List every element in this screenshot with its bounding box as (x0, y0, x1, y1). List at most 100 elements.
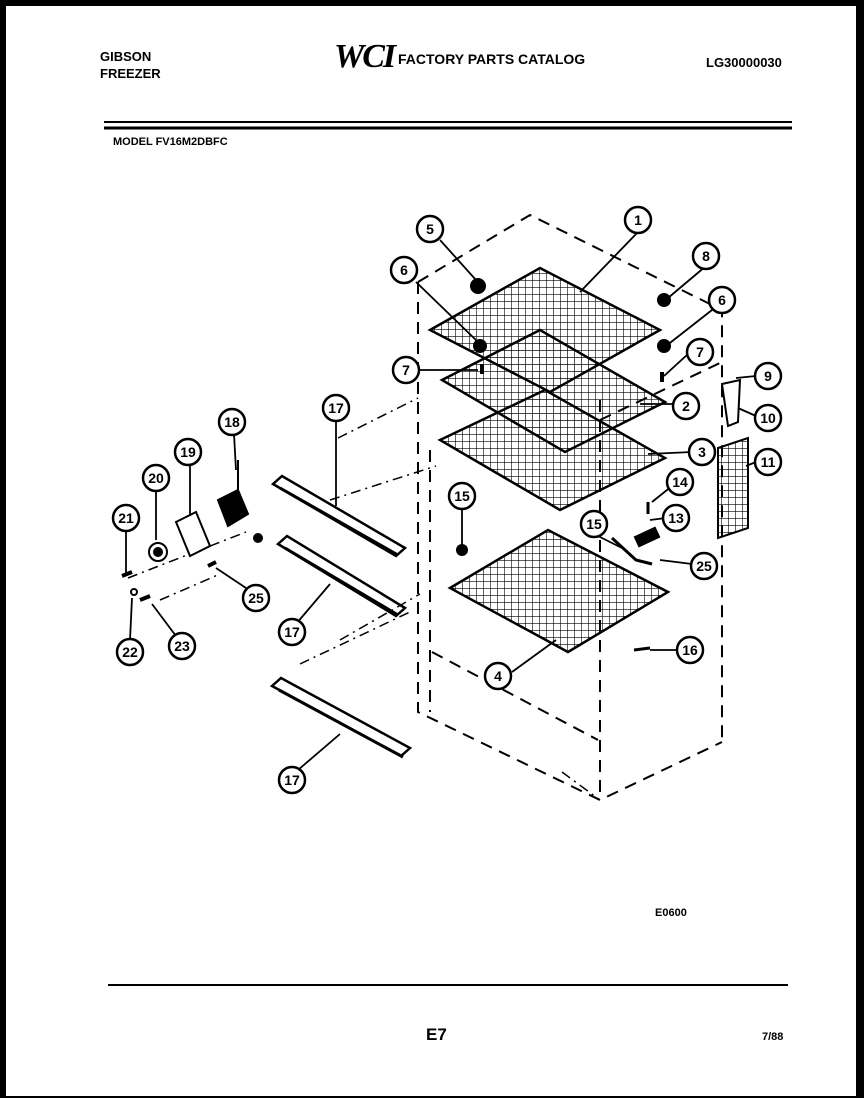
callout-c13: 13 (661, 503, 691, 533)
callout-group: 1234566778910111314151516171717181920212… (111, 205, 783, 795)
callout-number: 6 (400, 262, 408, 278)
callout-circle (217, 407, 247, 437)
callout-c1: 1 (623, 205, 653, 235)
callout-c25b: 25 (689, 551, 719, 581)
callout-c23: 23 (167, 631, 197, 661)
callout-c8: 8 (691, 241, 721, 271)
callout-c11: 11 (753, 447, 783, 477)
callout-number: 3 (698, 444, 706, 460)
callout-number: 6 (718, 292, 726, 308)
callout-circle (173, 437, 203, 467)
callout-c6a: 6 (389, 255, 419, 285)
callout-circle (415, 214, 445, 244)
callout-c10: 10 (753, 403, 783, 433)
callout-circle (661, 503, 691, 533)
callout-circle (753, 361, 783, 391)
callout-number: 17 (284, 624, 300, 640)
callout-c3: 3 (687, 437, 717, 467)
callout-c5: 5 (415, 214, 445, 244)
callout-number: 2 (682, 398, 690, 414)
callout-circle (241, 583, 271, 613)
evaporator-coil (717, 436, 749, 540)
callout-circle (141, 463, 171, 493)
callout-circle (391, 355, 421, 385)
callout-number: 4 (494, 668, 502, 684)
explode-lines (127, 397, 601, 801)
callout-circle (277, 617, 307, 647)
callout-c15b: 15 (579, 509, 609, 539)
callout-number: 1 (634, 212, 642, 228)
header-rule (104, 121, 792, 130)
callout-number: 11 (761, 454, 776, 470)
callout-c6b: 6 (707, 285, 737, 315)
callout-c9: 9 (753, 361, 783, 391)
small-hardware (456, 278, 742, 652)
callout-c15a: 15 (447, 481, 477, 511)
callout-circle (111, 503, 141, 533)
callout-circle (707, 285, 737, 315)
callout-circle (685, 337, 715, 367)
callout-number: 15 (586, 516, 602, 532)
brand-name: GIBSON (100, 49, 152, 64)
callout-circle (167, 631, 197, 661)
callout-c2: 2 (671, 391, 701, 421)
shelf-rail-upper (270, 474, 408, 558)
callout-c20: 20 (141, 463, 171, 493)
callout-c7a: 7 (391, 355, 421, 385)
callout-number: 23 (174, 638, 190, 654)
callout-c25a: 25 (241, 583, 271, 613)
callout-number: 14 (672, 474, 688, 490)
callout-number: 17 (328, 400, 344, 416)
callout-circle (753, 447, 783, 477)
callout-c19: 19 (173, 437, 203, 467)
callout-circle (753, 403, 783, 433)
callout-c16: 16 (675, 635, 705, 665)
callout-c21: 21 (111, 503, 141, 533)
callout-number: 5 (426, 221, 434, 237)
shelf-rack-4 (447, 528, 671, 654)
callout-number: 8 (702, 248, 710, 264)
page-number: E7 (426, 1025, 447, 1044)
callout-number: 7 (402, 362, 410, 378)
callout-number: 17 (284, 772, 300, 788)
callout-c22: 22 (115, 637, 145, 667)
callout-circle (321, 393, 351, 423)
leader-lines (125, 231, 757, 771)
callout-number: 16 (682, 642, 698, 658)
callout-circle (689, 551, 719, 581)
wci-logo: WCI (334, 38, 396, 75)
callout-c17b: 17 (277, 617, 307, 647)
callout-number: 13 (668, 510, 684, 526)
callout-circle (277, 765, 307, 795)
catalog-title: FACTORY PARTS CATALOG (398, 51, 586, 67)
product-type: FREEZER (100, 66, 161, 81)
callout-circle (691, 241, 721, 271)
callout-c7b: 7 (685, 337, 715, 367)
callout-circle (389, 255, 419, 285)
callout-number: 15 (454, 488, 470, 504)
callout-circle (665, 467, 695, 497)
callout-circle (483, 661, 513, 691)
callout-number: 22 (122, 644, 138, 660)
callout-number: 18 (224, 414, 240, 430)
callout-c17c: 17 (277, 765, 307, 795)
shelf-rack-3 (437, 388, 668, 512)
callout-circle (447, 481, 477, 511)
model-number: MODEL FV16M2DBFC (113, 136, 228, 148)
callout-number: 10 (760, 410, 776, 426)
callout-c17a: 17 (321, 393, 351, 423)
figure-code: E0600 (655, 907, 687, 919)
revision-date: 7/88 (762, 1031, 784, 1043)
callout-number: 7 (696, 344, 704, 360)
callout-circle (687, 437, 717, 467)
callout-number: 21 (118, 510, 134, 526)
callout-circle (579, 509, 609, 539)
callout-circle (671, 391, 701, 421)
shelf-rail-middle (275, 534, 408, 618)
callout-c4: 4 (483, 661, 513, 691)
document-number: LG30000030 (706, 55, 782, 70)
callout-number: 20 (148, 470, 164, 486)
callout-number: 25 (696, 558, 712, 574)
